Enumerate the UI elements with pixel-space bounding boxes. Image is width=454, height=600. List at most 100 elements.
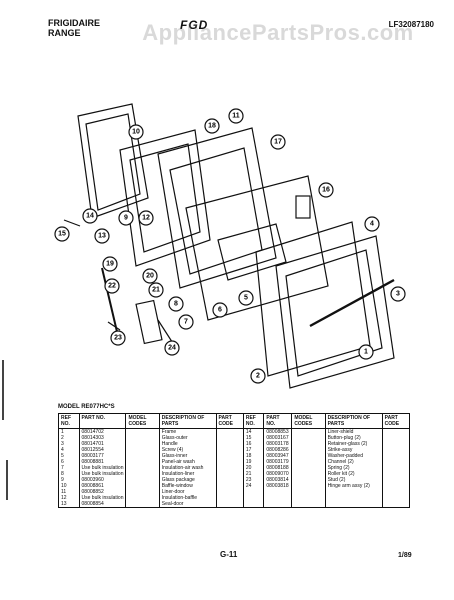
svg-text:21: 21 — [152, 287, 160, 294]
door-seal-drawing — [77, 103, 149, 219]
svg-text:9: 9 — [124, 215, 128, 222]
callout-10: 10 — [128, 124, 144, 140]
door-liner-drawing — [157, 127, 277, 289]
table-header-row: REF NO. PART NO. MODEL CODES DESCRIPTION… — [58, 413, 411, 429]
callout-21: 21 — [148, 282, 164, 298]
cell-code-empty — [381, 459, 411, 465]
cell-desc — [324, 501, 383, 508]
cell-codes-empty — [291, 453, 326, 459]
door-frame-drawing — [275, 235, 395, 389]
cell-codes-empty — [291, 489, 326, 495]
svg-text:18: 18 — [208, 123, 216, 130]
cell-desc: Seal-door — [158, 501, 217, 508]
callout-16: 16 — [318, 182, 334, 198]
watermark: AppliancePartsPros.com — [142, 20, 414, 45]
cell-code-empty — [381, 501, 411, 508]
cell-codes-empty — [291, 441, 326, 447]
svg-text:10: 10 — [132, 129, 140, 136]
header-part-no-2: PART NO. — [263, 413, 293, 429]
svg-text:23: 23 — [114, 335, 122, 342]
svg-text:17: 17 — [274, 139, 282, 146]
cell-code-empty — [381, 483, 411, 489]
cell-ref — [242, 501, 265, 508]
cell-part: 08008854 — [78, 501, 127, 508]
svg-text:4: 4 — [370, 221, 374, 228]
door-seal-inner-drawing — [85, 113, 141, 211]
cell-code-empty — [381, 477, 411, 483]
strike-assembly-drawing — [295, 195, 311, 219]
callout-24: 24 — [164, 340, 180, 356]
cell-code-empty — [381, 447, 411, 453]
brand-logo: FGD — [180, 18, 209, 32]
table-model-label: MODEL RE077HC*S — [58, 404, 115, 410]
callout-5: 5 — [238, 290, 254, 306]
cell-codes-empty — [291, 495, 326, 501]
channel-drawing — [101, 267, 119, 337]
cell-codes-empty — [291, 435, 326, 441]
header-part-code-2: PART CODE — [381, 413, 411, 429]
cell-code-empty — [215, 471, 244, 477]
cell-codes-empty — [125, 477, 160, 483]
svg-text:6: 6 — [218, 307, 222, 314]
cell-code-empty — [381, 428, 411, 435]
callout-8: 8 — [168, 296, 184, 312]
svg-text:19: 19 — [106, 261, 114, 268]
svg-text:20: 20 — [146, 273, 154, 280]
cell-part: 08003818 — [263, 483, 293, 489]
air-wash-panel-drawing — [185, 175, 329, 321]
callout-23: 23 — [110, 330, 126, 346]
page-header: FRIGIDAIRE RANGE FGD AppliancePartsPros.… — [40, 14, 440, 48]
header-ref-no-2: REF NO. — [242, 413, 265, 429]
screw-drawing — [63, 219, 81, 227]
cell-code-empty — [381, 441, 411, 447]
cell-codes-empty — [291, 428, 326, 435]
cell-codes-empty — [291, 501, 326, 508]
header-description: DESCRIPTION OF PARTS — [158, 413, 217, 429]
door-frame-inner-drawing — [285, 249, 383, 377]
cell-code-empty — [381, 471, 411, 477]
cell-code-empty — [215, 483, 244, 489]
door-assembly-drawing: 1 2 3 4 5 6 7 8 9 10 11 12 13 14 15 16 1… — [54, 103, 406, 389]
parts-list-table: REF NO. PART NO. MODEL CODES DESCRIPTION… — [58, 413, 411, 508]
svg-text:12: 12 — [142, 215, 150, 222]
cell-code-empty — [215, 441, 244, 447]
stud-drawing — [107, 321, 121, 331]
cell-codes-empty — [291, 483, 326, 489]
cell-code-empty — [215, 465, 244, 471]
callout-14: 14 — [82, 208, 98, 224]
cell-codes-empty — [125, 483, 160, 489]
callout-19: 19 — [102, 256, 118, 272]
cell-code-empty — [215, 453, 244, 459]
cell-code-empty — [215, 428, 244, 435]
cell-code-empty — [381, 489, 411, 495]
svg-text:5: 5 — [244, 295, 248, 302]
cell-codes-empty — [125, 489, 160, 495]
header-model-codes: MODEL CODES — [125, 413, 160, 429]
cell-codes-empty — [125, 495, 160, 501]
header-description-2: DESCRIPTION OF PARTS — [324, 413, 383, 429]
callout-7: 7 — [178, 314, 194, 330]
handle-drawing — [309, 278, 395, 328]
header-model-codes-2: MODEL CODES — [291, 413, 326, 429]
cell-codes-empty — [291, 459, 326, 465]
callout-6: 6 — [212, 302, 228, 318]
callout-2: 2 — [250, 368, 266, 384]
callout-9: 9 — [118, 210, 134, 226]
cell-codes-empty — [125, 471, 160, 477]
product-type: RANGE — [48, 28, 81, 38]
cell-code-empty — [381, 495, 411, 501]
callout-12: 12 — [138, 210, 154, 226]
air-wash-window-drawing — [217, 223, 287, 281]
scan-edge-mark — [2, 360, 4, 420]
callout-13: 13 — [94, 228, 110, 244]
cell-codes-empty — [125, 428, 160, 435]
cell-code-empty — [381, 465, 411, 471]
cell-codes-empty — [291, 447, 326, 453]
